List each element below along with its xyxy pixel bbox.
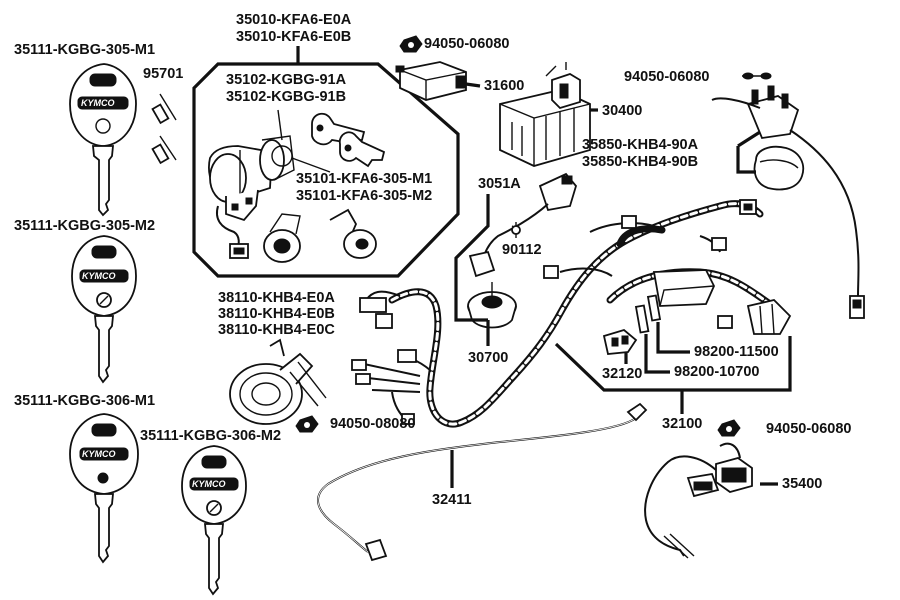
switch-35400-drawing xyxy=(644,442,753,559)
label-lock-cylinder-a: 35102-KGBG-91A xyxy=(226,72,347,88)
label-nut-bottom: 94050-06080 xyxy=(766,421,852,437)
label-lock-set-b: 35010-KFA6-E0B xyxy=(236,29,352,45)
key-blank-306-m2-drawing: KYMCO xyxy=(181,445,247,596)
key-brand-mark: KYMCO xyxy=(82,271,116,281)
label-key-blank-305-m1: 35111-KGBG-305-M1 xyxy=(14,42,156,58)
label-battery-cable: 32411 xyxy=(432,492,472,508)
label-relay-a: 35850-KHB4-90A xyxy=(582,137,699,153)
cdi-unit-drawing xyxy=(499,62,591,167)
main-harness-callout-frame xyxy=(554,336,792,392)
battery-cable-drawing xyxy=(317,402,648,562)
label-nut-top: 94050-06080 xyxy=(424,36,510,52)
plug-cap-drawing xyxy=(468,172,578,278)
label-regulator: 31600 xyxy=(484,78,525,94)
regulator-drawing xyxy=(395,61,467,101)
key-blank-305-m1-drawing: KYMCO xyxy=(69,63,137,217)
starter-relay-drawing xyxy=(711,85,865,319)
key-blank-305-m2-drawing: KYMCO xyxy=(71,235,137,384)
horn-drawing xyxy=(229,338,327,425)
label-clip-90112: 90112 xyxy=(502,242,542,258)
fuse-holder-drawing xyxy=(602,328,638,355)
label-fuse-10a: 98200-10700 xyxy=(674,364,760,380)
fuses-drawing xyxy=(634,294,662,334)
label-main-harness: 32100 xyxy=(662,416,703,432)
label-switch-35400: 35400 xyxy=(782,476,823,492)
key-brand-mark: KYMCO xyxy=(81,98,115,108)
label-fuse-15a: 98200-11500 xyxy=(694,344,779,360)
nut-top-drawing xyxy=(399,35,423,53)
key-blank-306-m1-drawing: KYMCO xyxy=(69,413,139,564)
label-nut-right: 94050-06080 xyxy=(624,69,710,85)
nut-right-drawing xyxy=(742,72,772,80)
label-cdi-unit: 30400 xyxy=(602,103,643,119)
label-horn-c: 38110-KHB4-E0C xyxy=(218,322,335,338)
main-harness-drawing xyxy=(351,199,792,428)
lock-set-drawing xyxy=(208,112,386,263)
plug-cap-leader xyxy=(454,194,490,322)
label-holder-32120: 32120 xyxy=(602,366,643,382)
label-plug-cap: 3051A xyxy=(478,176,521,192)
label-ignition-coil: 30700 xyxy=(468,350,509,366)
label-horn-b: 38110-KHB4-E0B xyxy=(218,306,335,322)
nut-bottom-drawing xyxy=(717,419,741,437)
label-lock-set-a: 35010-KFA6-E0A xyxy=(236,12,352,28)
label-key-blank-306-m2: 35111-KGBG-306-M2 xyxy=(140,428,282,444)
clip-90112-drawing xyxy=(511,222,521,238)
label-nut-horn: 94050-08080 xyxy=(330,416,416,432)
label-horn-a: 38110-KHB4-E0A xyxy=(218,290,335,306)
label-relay-b: 35850-KHB4-90B xyxy=(582,154,699,170)
label-screw-95701: 95701 xyxy=(143,66,184,82)
label-key-blank-305-m2: 35111-KGBG-305-M2 xyxy=(14,218,156,234)
key-brand-mark: KYMCO xyxy=(82,449,116,459)
screw-95701-drawing xyxy=(151,93,177,165)
label-key-m2: 35101-KFA6-305-M2 xyxy=(296,188,433,204)
label-lock-cylinder-b: 35102-KGBG-91B xyxy=(226,89,347,105)
relay-bracket xyxy=(736,130,761,174)
label-key-m1: 35101-KFA6-305-M1 xyxy=(296,171,433,187)
nut-horn-drawing xyxy=(295,415,319,433)
label-key-blank-306-m1: 35111-KGBG-306-M1 xyxy=(14,393,156,409)
key-brand-mark: KYMCO xyxy=(192,479,226,489)
